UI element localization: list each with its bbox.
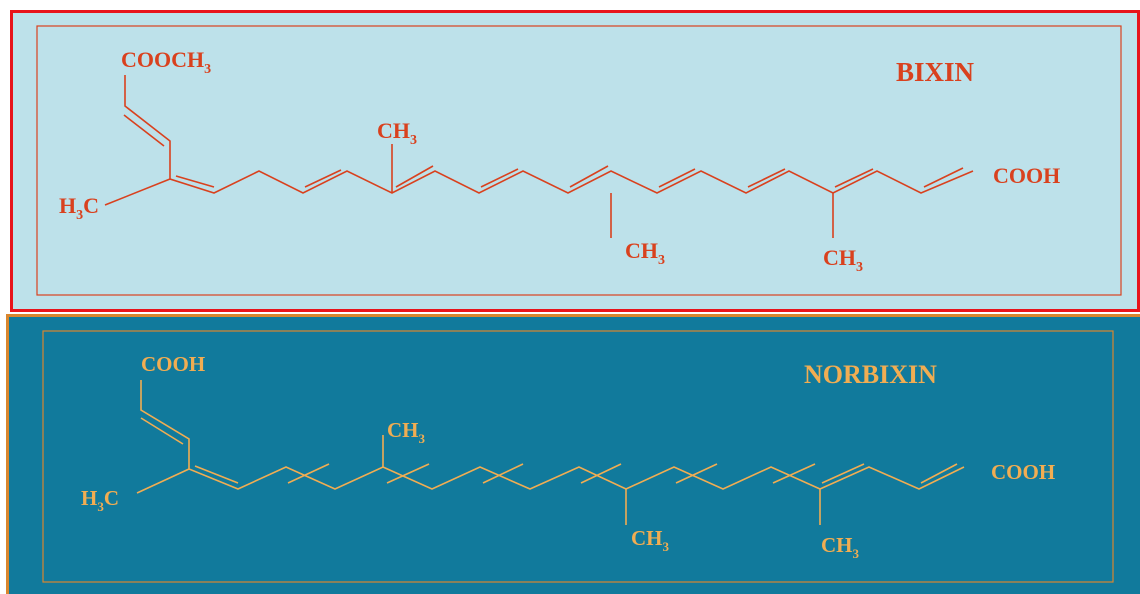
bixin-methyl-up: CH3 [377, 118, 417, 148]
norbixin-methyl-down-1: CH3 [631, 526, 670, 554]
norbixin-methyl-up: CH3 [387, 418, 426, 446]
bixin-structure: BIXIN COOCH3 CH3 H3C COOH CH3 CH3 [36, 25, 1122, 296]
norbixin-right-carboxyl: COOH [991, 460, 1055, 484]
norbixin-title: NORBIXIN [804, 360, 937, 389]
norbixin-panel: NORBIXIN COOH CH3 H3C COOH CH3 CH3 [6, 314, 1140, 594]
bixin-bonds [104, 75, 974, 238]
norbixin-methyl-down-2: CH3 [821, 533, 860, 561]
norbixin-inner-frame [42, 330, 1114, 583]
bixin-methyl-down-1: CH3 [625, 238, 665, 268]
bixin-title: BIXIN [896, 57, 975, 87]
bixin-methyl-down-2: CH3 [823, 245, 863, 275]
bixin-right-carboxyl: COOH [993, 163, 1060, 188]
bixin-panel: BIXIN COOCH3 CH3 H3C COOH CH3 CH3 [10, 10, 1140, 312]
bixin-left-methyl: H3C [59, 193, 99, 223]
norbixin-left-methyl: H3C [81, 486, 119, 514]
norbixin-top-carboxyl: COOH [141, 352, 205, 376]
norbixin-bonds [136, 380, 965, 525]
bixin-top-ester-group: COOCH3 [121, 47, 211, 77]
norbixin-structure: NORBIXIN COOH CH3 H3C COOH CH3 CH3 [42, 330, 1114, 583]
bixin-inner-frame [36, 25, 1122, 296]
